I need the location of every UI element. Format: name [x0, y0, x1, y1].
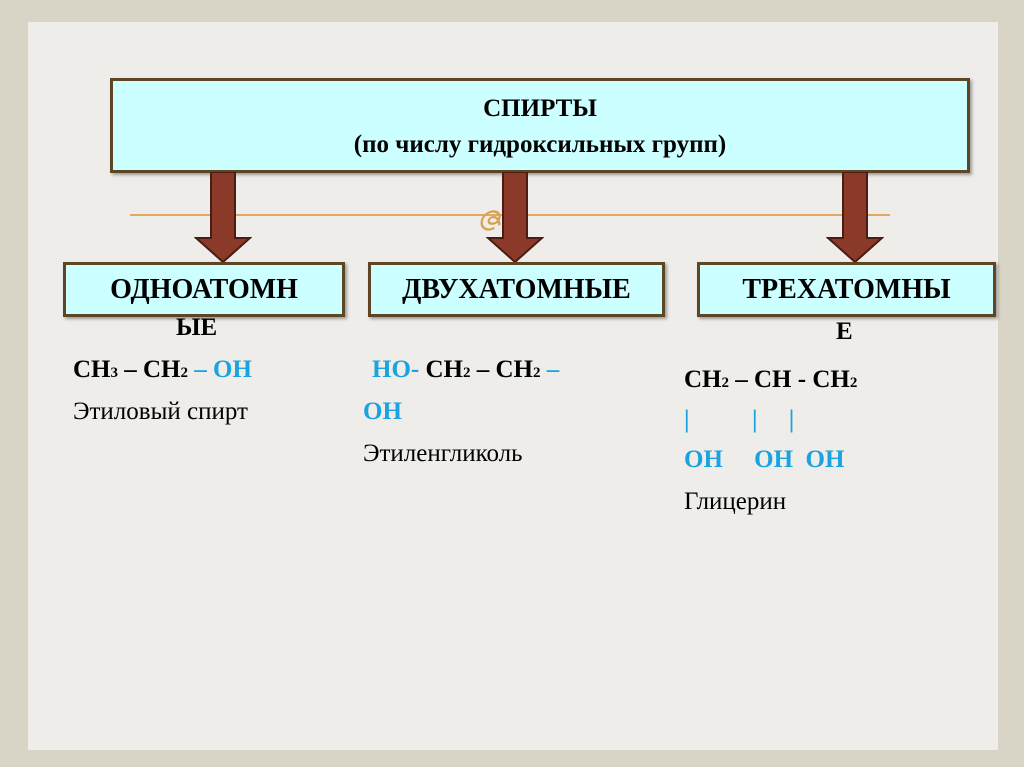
- compound-name: Глицерин: [684, 488, 787, 515]
- formula-glycerol: CH2 – CH - CH2: [684, 366, 858, 393]
- formula-ethylene-glycol: HO- CH2 – CH2 –: [372, 356, 560, 383]
- category-dihydric: ДВУХАТОМНЫЕ: [368, 262, 665, 317]
- title-line2: (по числу гидроксильных групп): [353, 131, 727, 158]
- arrow-down-icon: [194, 172, 252, 264]
- ornament-icon: ဇ: [476, 190, 503, 241]
- formula-hydroxyl: OH: [363, 398, 402, 425]
- title-line1: СПИРТЫ: [483, 95, 597, 122]
- arrow-down-icon: [486, 172, 544, 264]
- category-trihydric: ТРЕХАТОМНЫ: [697, 262, 996, 317]
- title-box: СПИРТЫ (по числу гидроксильных групп): [110, 78, 970, 173]
- arrow-down-icon: [826, 172, 884, 264]
- category-label: ОДНОАТОМН: [110, 274, 298, 305]
- hydroxyl-groups: OH OH OH: [684, 446, 845, 473]
- formula-ethanol: CH3 – CH2 – OH: [73, 356, 252, 383]
- bond-bars: | | |: [684, 406, 795, 433]
- category-label-wrap: Е: [836, 318, 853, 345]
- compound-name: Этиленгликоль: [363, 440, 523, 467]
- category-label: ДВУХАТОМНЫЕ: [402, 274, 631, 305]
- category-monohydric: ОДНОАТОМН: [63, 262, 345, 317]
- category-label-wrap: ЫЕ: [176, 314, 218, 341]
- category-label: ТРЕХАТОМНЫ: [742, 274, 951, 305]
- compound-name: Этиловый спирт: [73, 398, 248, 425]
